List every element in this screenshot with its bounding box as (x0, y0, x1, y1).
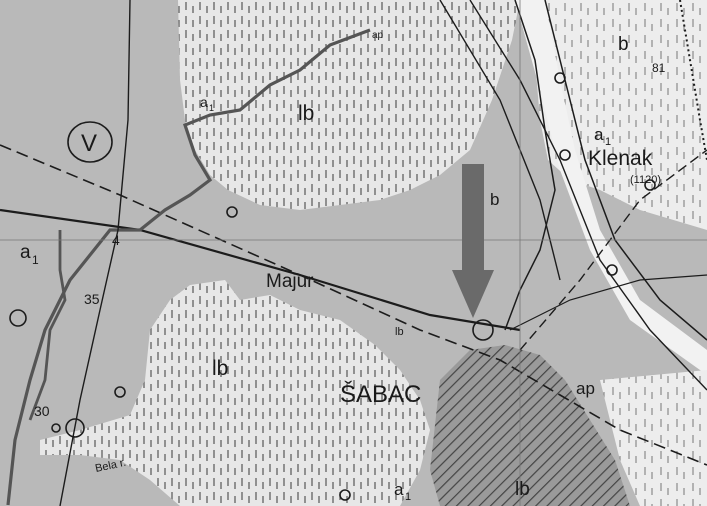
terrace-line-ne (679, 0, 707, 161)
label-a1-ne-sub: 1 (605, 136, 611, 148)
label-b-river: b (490, 190, 499, 209)
label-lb-south: lb (515, 479, 530, 500)
road-north-vertical (59, 0, 131, 506)
label-a1-west-sub: 1 (32, 253, 39, 267)
roman-numeral-circle (67, 121, 113, 163)
marker-circle (554, 72, 566, 84)
label-a1-north-sub: 1 (209, 103, 214, 113)
label-lb-north: lb (298, 102, 314, 125)
river (515, 0, 707, 375)
road-east (509, 274, 707, 331)
symbol-markers (9, 72, 656, 501)
label-elev-30: 30 (34, 403, 50, 419)
boundary-west (28, 230, 67, 421)
label-klenak: Klenak (588, 147, 653, 170)
railway-dashed (0, 144, 707, 466)
label-elev-81: 81 (652, 61, 666, 75)
marker-circle (606, 264, 618, 276)
label-a1-south-sub: 1 (405, 491, 411, 503)
road-ne-1 (469, 0, 707, 391)
marker-circle (644, 179, 656, 191)
marker-circle (559, 149, 571, 161)
marker-circle (114, 386, 126, 398)
label-b-ne: b (618, 34, 629, 55)
roman-numeral-label: V (81, 130, 97, 157)
label-a1-west: a (20, 242, 31, 263)
label-elev-4: 4 (112, 232, 120, 248)
label-majur: Majur (266, 271, 314, 292)
river-bank-east (544, 0, 707, 341)
lb-north-area (178, 0, 520, 210)
label-klenak-elev: (1120) (630, 174, 661, 186)
lb-west-area (40, 280, 430, 506)
se-area (600, 370, 707, 506)
label-ap: ap (576, 379, 595, 398)
label-lb-small: lb (395, 326, 404, 338)
boundary-thick (6, 28, 371, 506)
label-a1-north: a (200, 94, 208, 110)
marker-circle (226, 206, 238, 218)
arrow-indicator (452, 164, 494, 318)
town-sabac-area (430, 345, 630, 506)
marker-circle (472, 319, 494, 341)
marker-circle (51, 423, 61, 433)
label-sabac: ŠABAC (340, 380, 421, 408)
label-lb-west: lb (212, 357, 228, 380)
marker-circle (339, 489, 351, 501)
label-a1-ne: a (594, 125, 604, 144)
label-a1-south: a (394, 480, 404, 499)
marker-circle (65, 418, 85, 438)
label-ap-north: ap (372, 30, 384, 41)
label-elev-35: 35 (84, 291, 100, 307)
marker-circle (9, 309, 27, 327)
